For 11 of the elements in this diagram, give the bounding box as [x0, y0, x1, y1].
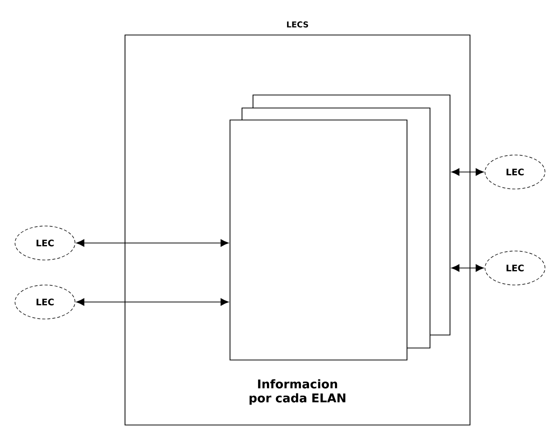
arrow: [451, 168, 484, 176]
ellipse-node: LEC: [14, 226, 76, 260]
arrow: [76, 298, 229, 306]
page-box: [230, 120, 408, 360]
heading: LECS: [287, 21, 308, 28]
arrow: [451, 264, 484, 272]
ellipse-node: LEC: [484, 250, 546, 286]
ellipse-node: LEC: [484, 154, 546, 190]
ellipse-node: LEC: [14, 284, 76, 320]
caption-text: Informacion por cada ELAN: [250, 379, 346, 405]
arrow: [76, 239, 229, 247]
